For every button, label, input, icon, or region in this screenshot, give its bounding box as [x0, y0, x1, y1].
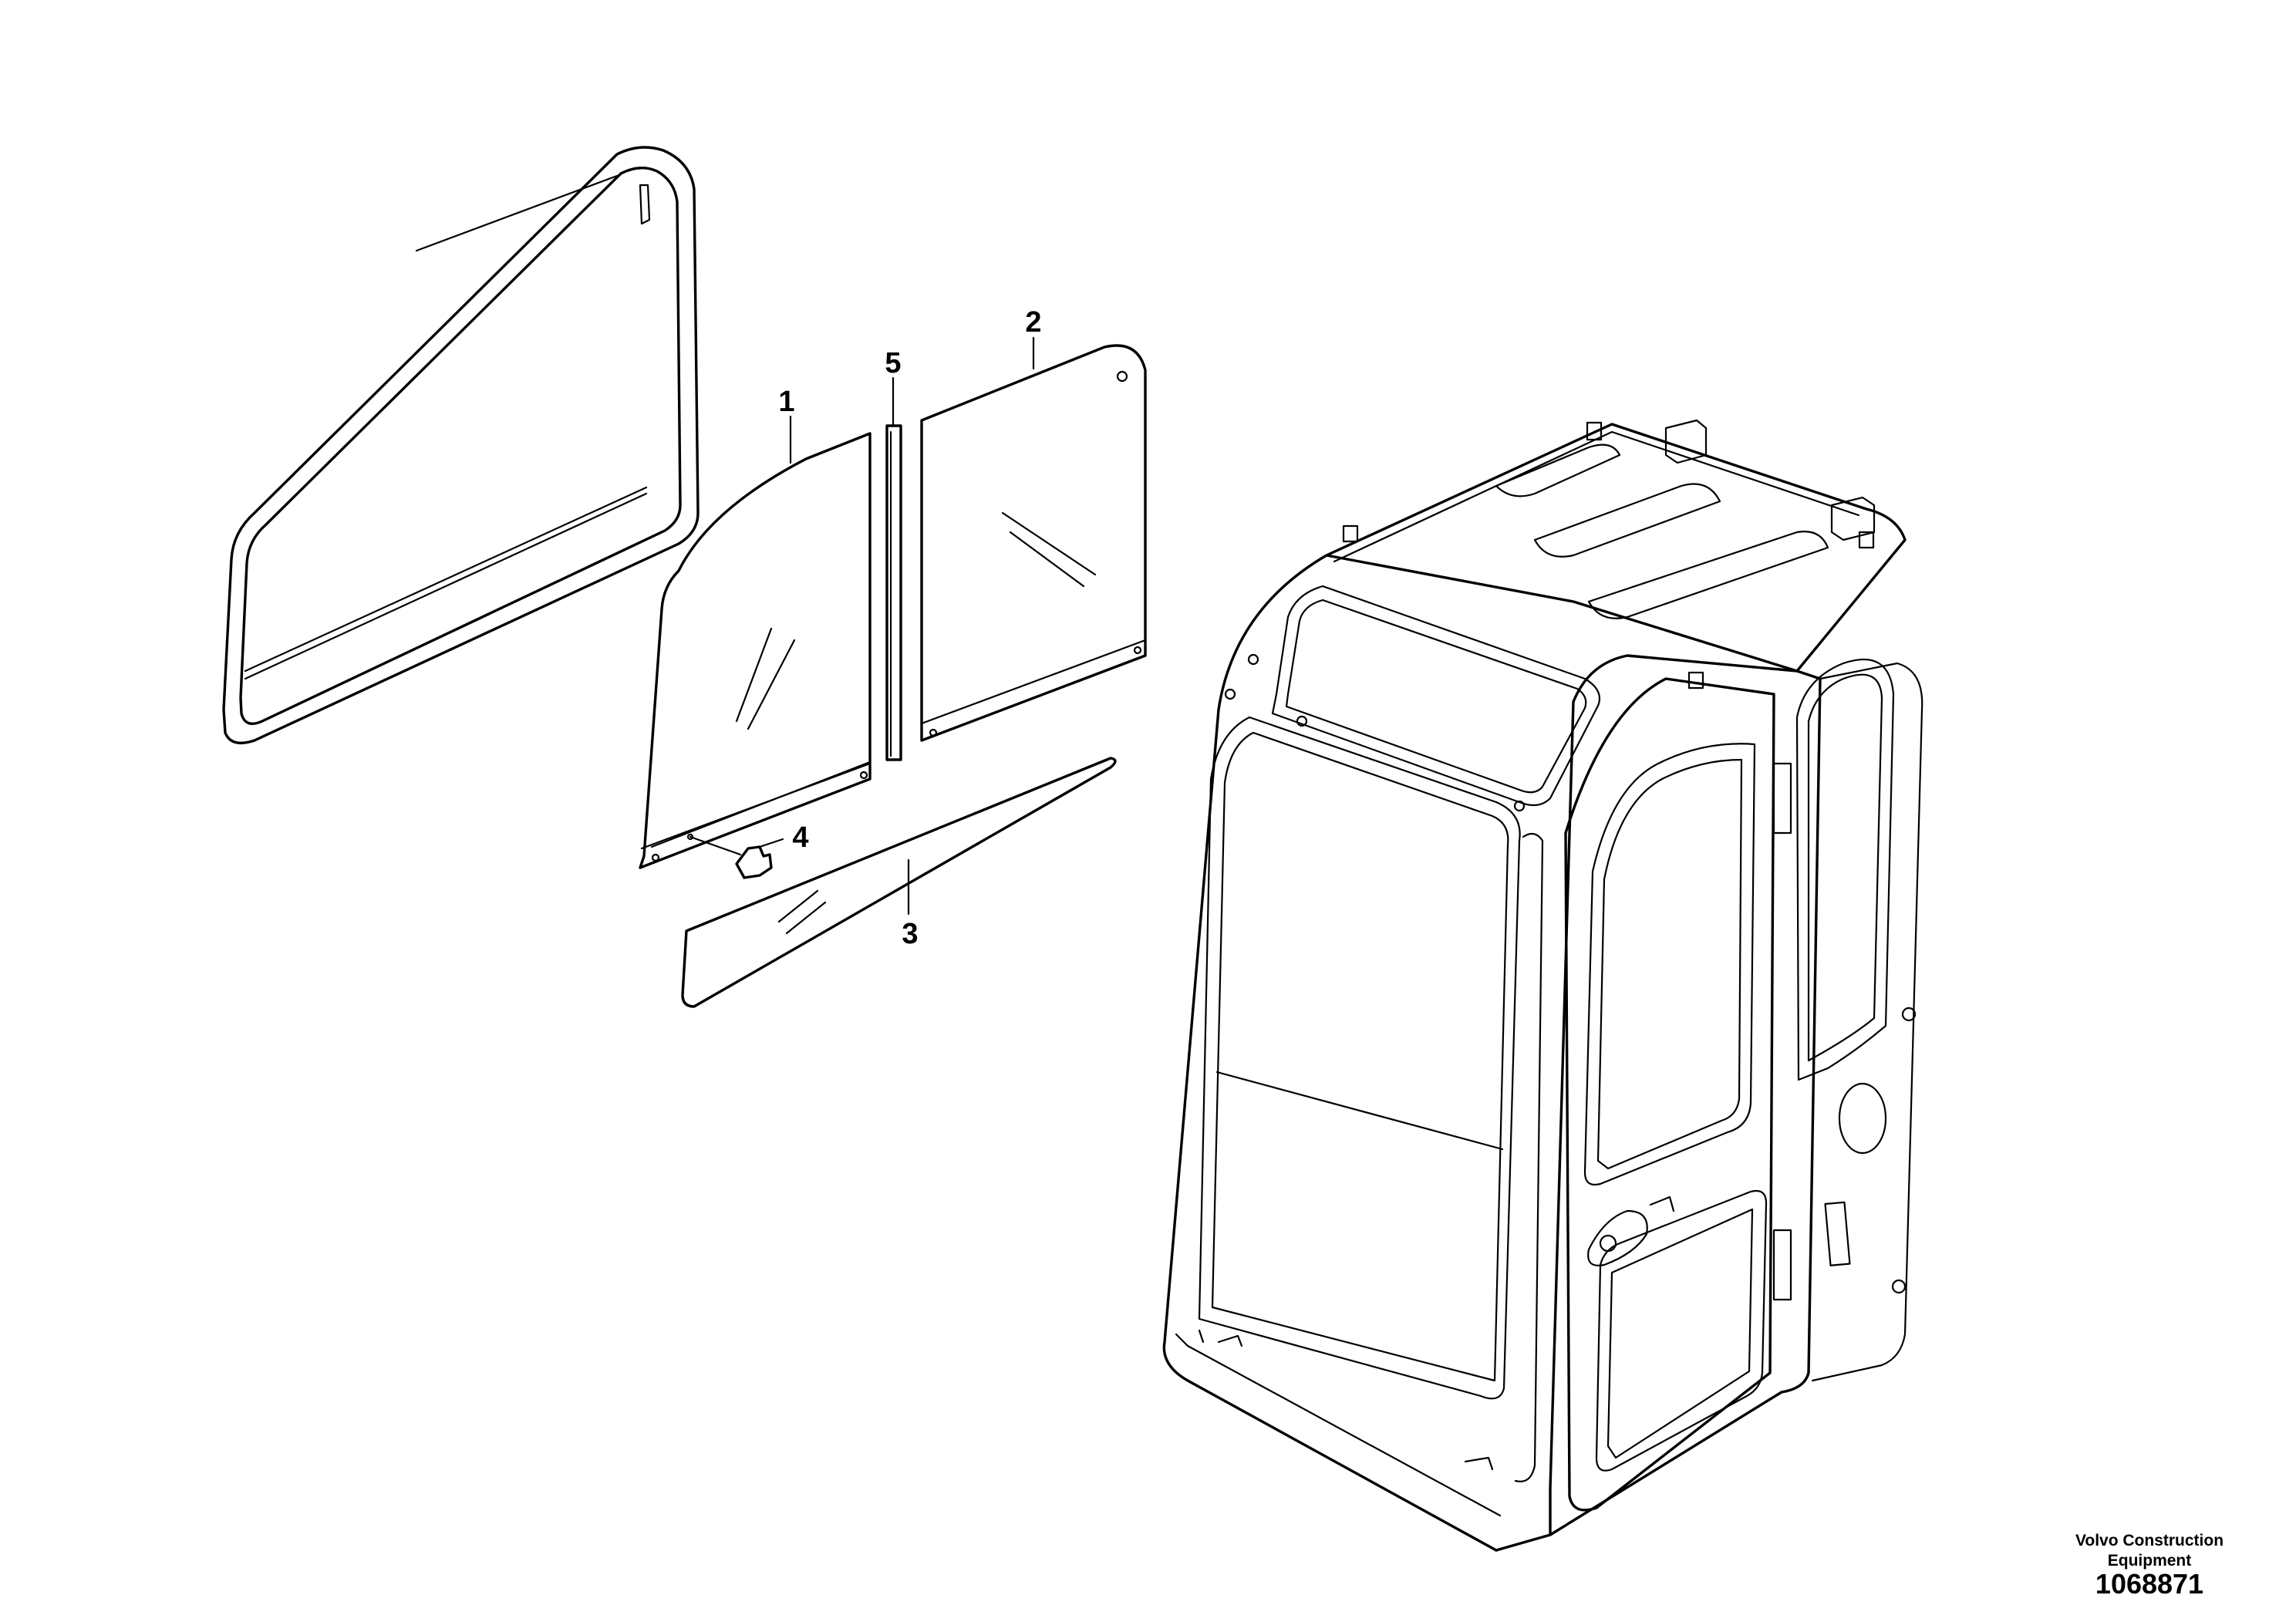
part-2-glass	[920, 344, 1147, 742]
callouts: 1 2 3 4 5	[778, 306, 1041, 950]
callout-2: 2	[1025, 306, 1041, 339]
door-seal-frame	[222, 146, 700, 744]
operator-cab	[1162, 419, 1923, 1552]
part-5-seal-strip	[885, 424, 902, 761]
callout-1: 1	[778, 386, 794, 418]
callout-4: 4	[792, 821, 808, 854]
brand-label: Volvo Construction Equipment	[2075, 1532, 2224, 1570]
callout-leaders	[758, 336, 1035, 916]
part-3-glass	[681, 757, 1117, 1008]
part-4-latch	[686, 833, 773, 879]
callout-5: 5	[885, 347, 901, 379]
part-1-glass	[639, 432, 872, 869]
callout-3: 3	[902, 918, 918, 950]
part-number: 1068871	[2095, 1568, 2204, 1600]
